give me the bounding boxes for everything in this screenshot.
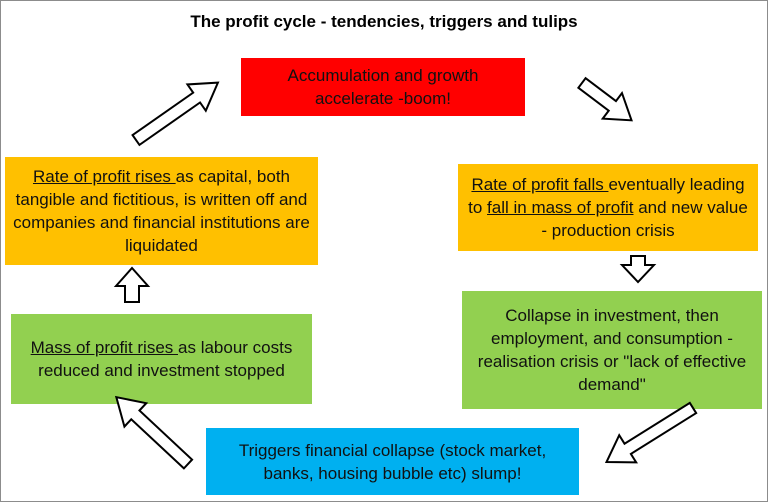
diagram-title: The profit cycle - tendencies, triggers … [190,12,578,31]
box-rate-of-profit-falls: Rate of profit falls eventually leading … [458,164,758,251]
box-triggers-financial-collapse: Triggers financial collapse (stock marke… [206,428,579,495]
box-left-mid-text: Mass of profit rises as labour costs red… [17,336,306,382]
right-top-text-2: and new value - production crisis [541,198,748,240]
mass-of-profit-rises-underlined: Mass of profit rises [30,338,179,357]
box-bottom-text: Triggers financial collapse (stock marke… [238,440,547,483]
box-right-top-text: Rate of profit falls eventually leading … [464,173,752,242]
box-accumulation-boom: Accumulation and growth accelerate -boom… [241,58,525,116]
right-top-text-1: eventually leading to [468,175,745,217]
fall-in-mass-of-profit-underlined: fall in mass of profit [487,198,634,217]
box-left-top-text: Rate of profit rises as capital, both ta… [11,165,312,257]
box-rate-of-profit-rises: Rate of profit rises as capital, both ta… [5,157,318,265]
box-top-line2: accelerate -boom! [314,89,452,108]
rate-of-profit-rises-underlined: Rate of profit rises [32,167,176,186]
rate-of-profit-falls-underlined: Rate of profit falls [471,175,609,194]
box-collapse-in-investment: Collapse in investment, then employment,… [462,291,762,409]
box-right-mid-text: Collapse in investment, then employment,… [477,306,747,394]
box-top-line1: Accumulation and growth [287,66,479,85]
left-mid-text-1: as labour costs reduced and investment s… [38,338,293,380]
box-mass-of-profit-rises: Mass of profit rises as labour costs red… [11,314,312,404]
left-top-text-1: as capital, both tangible and fictitious… [13,167,310,255]
